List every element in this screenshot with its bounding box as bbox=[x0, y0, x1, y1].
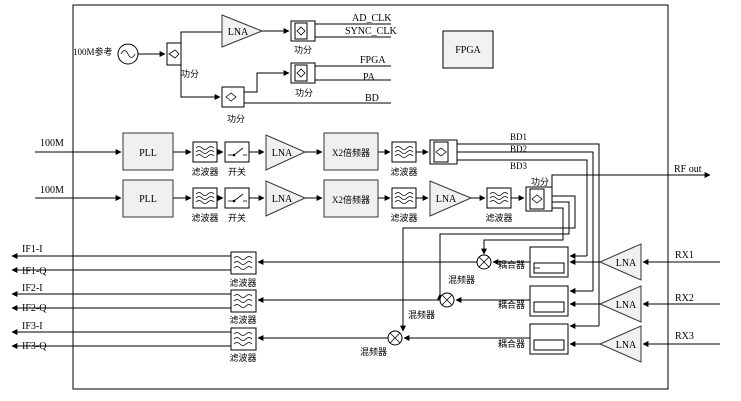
power-divider-icon bbox=[166, 42, 182, 66]
coupler-3-label: 耦合器 bbox=[498, 338, 525, 349]
coupler-3 bbox=[529, 323, 569, 355]
label: LNA bbox=[616, 340, 637, 351]
power-divider-icon bbox=[525, 186, 553, 212]
filter-wave-icon bbox=[391, 187, 417, 209]
mixer-cross-icon bbox=[476, 254, 492, 270]
label: PLL bbox=[139, 148, 157, 159]
power-divider-icon bbox=[429, 139, 458, 165]
splitter-3-label: 功分 bbox=[227, 114, 245, 124]
if1-i-label: IF1-I bbox=[22, 244, 43, 255]
if-filter-2-label: 滤波器 bbox=[229, 314, 256, 325]
filter-wave-icon bbox=[192, 141, 218, 163]
power-divider-icon bbox=[221, 86, 245, 108]
coupler-1 bbox=[529, 246, 569, 278]
splitter-4-label: 功分 bbox=[295, 88, 313, 98]
filter-wave-icon bbox=[486, 187, 512, 209]
rx1-label: RX1 bbox=[675, 250, 694, 261]
pll-block: PLL bbox=[122, 132, 174, 171]
bd-label: BD bbox=[365, 93, 379, 104]
board-outline bbox=[72, 4, 669, 390]
mixer-cross-icon bbox=[387, 330, 403, 346]
label: LNA bbox=[616, 258, 637, 269]
mixer-2-label: 混频器 bbox=[408, 309, 435, 320]
if2-q-label: IF2-Q bbox=[22, 303, 47, 314]
label: PLL bbox=[139, 194, 157, 205]
lna-amplifier: LNA bbox=[265, 134, 307, 171]
rx2-label: RX2 bbox=[675, 293, 694, 304]
switch-icon bbox=[224, 187, 250, 209]
chain1-filter-label: 滤波器 bbox=[191, 166, 218, 177]
label: LNA bbox=[272, 148, 293, 159]
mixer-cross-icon bbox=[439, 292, 455, 308]
label: LNA bbox=[616, 300, 637, 311]
chain1-filter2-label: 滤波器 bbox=[390, 166, 417, 177]
pll-block: PLL bbox=[122, 179, 174, 218]
label: LNA bbox=[272, 194, 293, 205]
label: X2倍频器 bbox=[332, 147, 370, 158]
ref-input-label: 100M参考 bbox=[73, 46, 113, 57]
chain2-switch-label: 开关 bbox=[228, 212, 246, 223]
bd1-label: BD1 bbox=[510, 132, 527, 142]
mixer-3-label: 混频器 bbox=[360, 346, 387, 357]
oscillator-icon bbox=[117, 43, 139, 65]
splitter-1-label: 功分 bbox=[181, 69, 199, 79]
fpga-out-label: FPGA bbox=[360, 55, 386, 66]
fpga-block: FPGA bbox=[442, 30, 494, 69]
splitter-2-label: 功分 bbox=[294, 45, 312, 55]
filter-wave-icon bbox=[230, 251, 257, 275]
filter-wave-icon bbox=[230, 327, 257, 351]
if-filter-1-label: 滤波器 bbox=[229, 277, 256, 288]
ad-clk-label: AD_CLK bbox=[352, 13, 392, 24]
chain2-filter3-label: 滤波器 bbox=[485, 212, 512, 223]
fpga-block-label: FPGA bbox=[455, 45, 481, 56]
if-filter-3-label: 滤波器 bbox=[229, 352, 256, 363]
label: LNA bbox=[436, 194, 457, 205]
lna-amplifier: LNA bbox=[598, 325, 642, 363]
chain2-filter2-label: 滤波器 bbox=[390, 212, 417, 223]
if1-q-label: IF1-Q bbox=[22, 266, 47, 277]
coupler-1-label: 耦合器 bbox=[498, 259, 525, 270]
coupler-2-label: 耦合器 bbox=[498, 299, 525, 310]
bd2-label: BD2 bbox=[510, 144, 527, 154]
label: LNA bbox=[228, 27, 249, 38]
lna-amplifier: LNA bbox=[429, 180, 473, 217]
filter-wave-icon bbox=[192, 187, 218, 209]
chain1-input-label: 100M bbox=[40, 138, 64, 149]
bd3-label: BD3 bbox=[510, 161, 528, 171]
lna-amplifier: LNA bbox=[265, 180, 307, 217]
doubler-block: X2倍频器 bbox=[323, 132, 379, 171]
filter-wave-icon bbox=[391, 141, 417, 163]
pa-out-label: PA bbox=[363, 72, 376, 83]
power-divider-icon bbox=[290, 20, 316, 42]
label: X2倍频器 bbox=[332, 194, 370, 205]
lna-amplifier: LNA bbox=[221, 14, 264, 48]
filter-wave-icon bbox=[230, 289, 257, 313]
if3-i-label: IF3-I bbox=[22, 321, 43, 332]
sync-clk-label: SYNC_CLK bbox=[345, 26, 397, 37]
power-divider-icon bbox=[290, 62, 316, 84]
chain1-switch-label: 开关 bbox=[228, 166, 246, 177]
lna-amplifier: LNA bbox=[598, 243, 642, 281]
chain2-filter-label: 滤波器 bbox=[191, 212, 218, 223]
rx3-label: RX3 bbox=[675, 331, 694, 342]
if2-i-label: IF2-I bbox=[22, 283, 43, 294]
doubler-block: X2倍频器 bbox=[323, 179, 379, 218]
coupler-2 bbox=[529, 285, 569, 317]
lna-amplifier: LNA bbox=[598, 285, 642, 323]
mixer-1-label: 混频器 bbox=[448, 274, 475, 285]
switch-icon bbox=[224, 141, 250, 163]
rf-out-label: RF out bbox=[674, 164, 702, 175]
chain2-splitter-label: 功分 bbox=[531, 177, 549, 187]
chain2-input-label: 100M bbox=[40, 185, 64, 196]
if3-q-label: IF3-Q bbox=[22, 341, 47, 352]
